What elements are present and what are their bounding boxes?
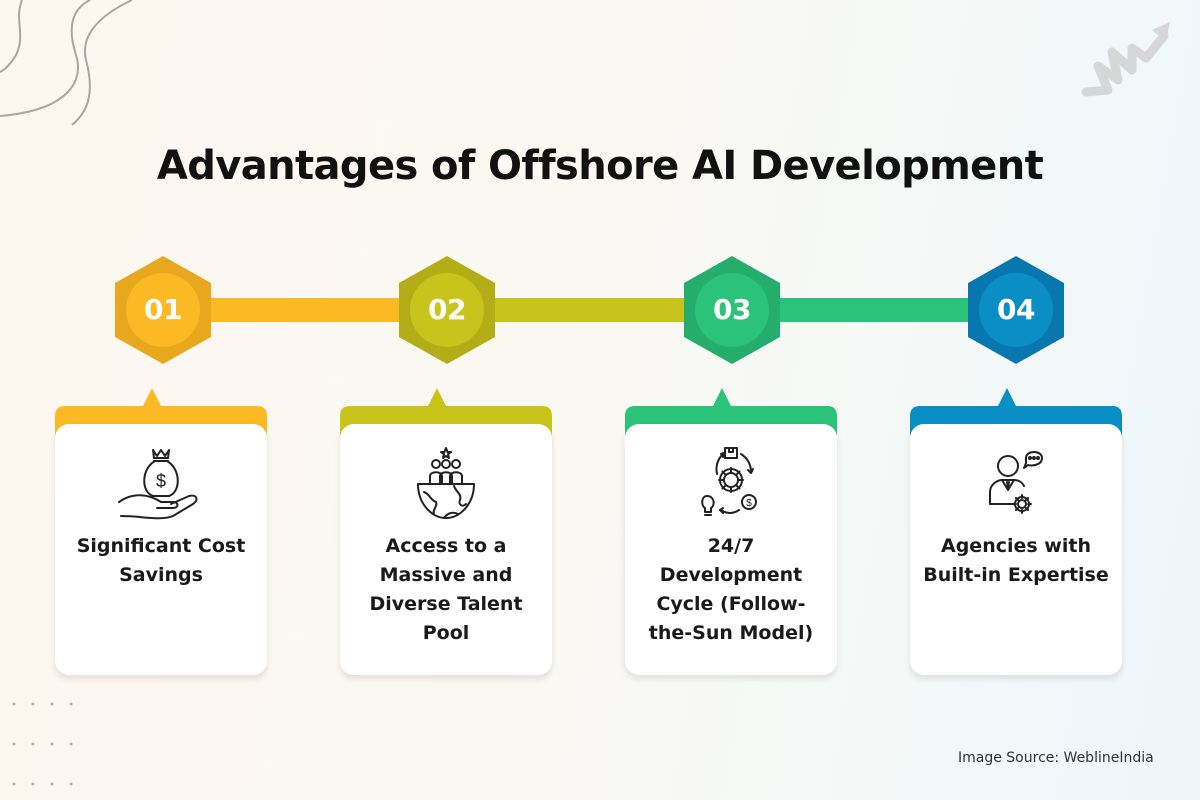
step-badge-1: 01 xyxy=(115,256,211,364)
step-badge-4: 04 xyxy=(968,256,1064,364)
svg-text:$: $ xyxy=(746,498,752,509)
money-bag-hand-icon: $ xyxy=(118,449,198,520)
card-body: $ Significant Cost Savings xyxy=(55,424,267,675)
step-label: Significant Cost Savings xyxy=(76,535,246,586)
step-badge-3: 03 xyxy=(684,256,780,364)
expert-consultant-icon xyxy=(989,451,1043,514)
card-body: Access to a Massive and Diverse Talent P… xyxy=(340,424,552,675)
decorative-curves xyxy=(0,0,133,126)
step-number: 02 xyxy=(428,293,466,326)
connector-2-3 xyxy=(480,298,705,322)
card-body: Agencies with Built-in Expertise xyxy=(910,424,1122,675)
step-card-2: Access to a Massive and Diverse Talent P… xyxy=(340,386,552,678)
development-cycle-icon: $ xyxy=(701,447,757,516)
decorative-dots xyxy=(12,702,73,786)
hexagon-icon xyxy=(684,256,780,364)
step-label: Access to a Massive and Diverse Talent P… xyxy=(369,535,523,644)
connector-3-4 xyxy=(765,298,990,322)
connector-1-2 xyxy=(200,298,420,322)
page-title: Advantages of Offshore AI Development xyxy=(156,143,1044,189)
global-talent-icon xyxy=(417,447,475,519)
step-card-3: $ 24/7 Development Cycle (Follow-the-Sun… xyxy=(625,386,837,678)
hexagon-icon xyxy=(115,256,211,364)
svg-text:$: $ xyxy=(156,471,166,491)
card-body: $ 24/7 Development Cycle (Follow-the-Sun… xyxy=(625,424,837,675)
step-card-4: Agencies with Built-in Expertise xyxy=(910,386,1122,678)
image-source-caption: Image Source: WeblineIndia xyxy=(958,750,1154,766)
step-badge-2: 02 xyxy=(399,256,495,364)
step-number: 04 xyxy=(997,293,1035,326)
hexagon-icon xyxy=(968,256,1064,364)
hexagon-icon xyxy=(399,256,495,364)
step-number: 03 xyxy=(713,293,751,326)
step-label: 24/7 Development Cycle (Follow-the-Sun M… xyxy=(648,535,814,644)
step-card-1: $ Significant Cost Savings xyxy=(55,386,267,678)
trend-arrow-icon xyxy=(1081,22,1170,97)
step-label: Agencies with Built-in Expertise xyxy=(923,535,1109,586)
step-number: 01 xyxy=(144,293,182,326)
